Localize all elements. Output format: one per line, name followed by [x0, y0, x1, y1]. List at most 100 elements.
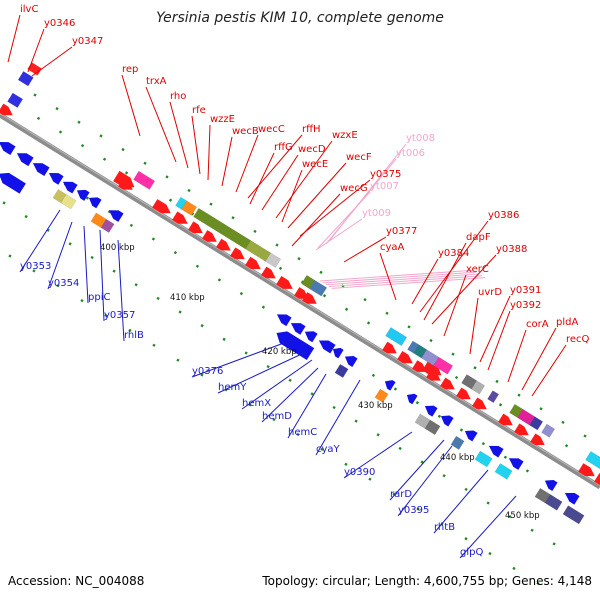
forward-gene-label-y0388-leader — [431, 254, 497, 325]
tick-row-outer-forward — [473, 366, 477, 370]
reverse-gene-label-hemC-leader — [287, 373, 327, 439]
tick-row-outer-forward — [385, 311, 389, 315]
reverse-feature-box — [494, 463, 513, 480]
forward-gene-label-recQ: recQ — [566, 334, 590, 345]
forward-gene-label-wzzE: wzzE — [210, 114, 235, 125]
tick-row-outer-forward — [33, 93, 37, 97]
forward-gene-label-pldA: pldA — [556, 317, 578, 328]
tick-row-inner-forward — [454, 375, 459, 380]
reverse-feature-box — [374, 388, 389, 403]
tick-row-far-reverse — [488, 551, 492, 556]
reverse-gene-label-y0354: y0354 — [48, 278, 79, 289]
reverse-gene-label-y0354-leader — [47, 221, 73, 290]
tick-row-outer-forward — [407, 325, 411, 329]
tick-row-far-reverse — [104, 313, 108, 318]
reverse-gene-label-glpQ: glpQ — [460, 547, 483, 558]
forward-gene-label-wzxE: wzxE — [332, 130, 358, 141]
forward-gene-arrow — [216, 238, 231, 251]
tick-row-outer-reverse — [134, 283, 138, 287]
reverse-gene-label-rhlB-leader — [117, 239, 125, 342]
forward-gene-arrow — [302, 292, 317, 304]
forward-gene-arrow — [472, 397, 487, 410]
tick-row-outer-forward — [231, 216, 235, 220]
tick-row-outer-reverse — [178, 310, 182, 314]
forward-feature-box — [471, 380, 486, 395]
tick-row-outer-reverse — [156, 296, 160, 301]
forward-gene-label-rfe: rfe — [192, 105, 206, 116]
trna-label-yt009: yt009 — [362, 208, 391, 219]
genome-summary-text: Topology: circular; Length: 4,600,755 bp… — [262, 574, 592, 588]
tick-row-far-reverse — [536, 581, 540, 585]
forward-gene-arrow — [498, 413, 513, 426]
tick-row-outer-forward — [539, 407, 543, 411]
forward-gene-label-y0391: y0391 — [510, 285, 541, 296]
forward-gene-label-xerC: xerC — [466, 264, 489, 275]
forward-feature-box — [133, 170, 156, 190]
forward-gene-label-wzxE-leader — [275, 140, 333, 219]
forward-gene-label-wecG-leader — [291, 193, 341, 247]
forward-gene-label-rffG-leader — [249, 152, 275, 205]
kbp-tick-label: 450 kbp — [505, 511, 540, 521]
tick-row-inner-reverse — [481, 441, 486, 446]
forward-gene-label-trxA-leader — [145, 86, 177, 163]
forward-feature-box — [181, 200, 198, 216]
reverse-gene-arrow — [544, 480, 558, 492]
forward-gene-label-dapF-leader — [423, 242, 467, 321]
trna-label-yt008: yt008 — [406, 133, 435, 144]
reverse-gene-label-hemX: hemX — [242, 398, 271, 409]
tick-row-inner-forward — [58, 130, 63, 134]
forward-feature-box — [245, 240, 272, 262]
reverse-gene-label-y0390: y0390 — [344, 467, 375, 478]
tick-row-outer-forward — [253, 229, 257, 234]
tick-row-inner-reverse — [261, 305, 266, 309]
forward-gene-label-rfe-leader — [191, 115, 201, 175]
forward-gene-label-dapF: dapF — [466, 232, 491, 243]
reverse-gene-label-y0357-leader — [99, 229, 105, 322]
tick-row-outer-forward — [55, 107, 59, 111]
tick-row-far-reverse — [8, 254, 12, 258]
reverse-gene-label-y0395-leader — [397, 445, 453, 517]
reverse-gene-arrow — [464, 430, 478, 442]
reverse-gene-label-y0376-leader — [191, 339, 293, 378]
forward-feature-box — [487, 390, 500, 404]
tick-row-outer-reverse — [398, 446, 402, 451]
reverse-gene-label-hemX-leader — [241, 359, 313, 410]
forward-feature-box — [433, 356, 454, 375]
tick-row-outer-reverse — [112, 269, 116, 273]
forward-gene-label-wecF-leader — [287, 162, 347, 229]
forward-gene-label-rho: rho — [170, 91, 186, 102]
kbp-tick-label: 400 kbp — [100, 243, 135, 253]
tick-row-outer-reverse — [90, 255, 94, 260]
tick-row-inner-forward — [498, 403, 503, 407]
forward-feature-box — [265, 252, 282, 268]
forward-gene-label-y0384-leader — [411, 258, 439, 305]
map-title: Yersinia pestis KIM 10, complete genome — [156, 10, 444, 26]
tick-row-inner-forward — [124, 171, 129, 175]
tick-row-inner-forward — [168, 198, 173, 202]
trna-label-yt007: yt007 — [370, 181, 399, 192]
forward-gene-label-wzzE-leader — [207, 124, 211, 181]
reverse-gene-arrow — [384, 380, 396, 391]
kbp-tick-label: 440 kbp — [440, 453, 475, 463]
reverse-gene-arrow — [440, 415, 454, 427]
reverse-feature-box — [474, 450, 493, 468]
tick-row-inner-reverse — [173, 250, 178, 255]
reverse-gene-label-cyaY: cyaY — [316, 444, 341, 455]
tick-row-outer-forward — [517, 393, 521, 397]
tick-row-inner-reverse — [151, 237, 156, 241]
reverse-gene-arrow — [16, 153, 34, 167]
tick-row-inner-reverse — [85, 196, 90, 200]
trna-leader — [328, 275, 483, 288]
forward-feature-box — [541, 423, 556, 438]
forward-gene-label-y0347: y0347 — [72, 36, 103, 47]
tick-row-inner-reverse — [371, 373, 376, 378]
tick-row-outer-forward — [99, 134, 103, 138]
tick-row-far-reverse — [464, 537, 468, 541]
reverse-feature-box — [334, 363, 349, 379]
tick-row-outer-forward — [209, 202, 213, 206]
reverse-gene-arrow — [406, 393, 418, 405]
tick-row-outer-forward — [297, 257, 301, 261]
forward-gene-arrow — [230, 247, 245, 260]
reverse-gene-arrow — [488, 445, 504, 458]
forward-gene-label-rep-leader — [121, 74, 141, 137]
